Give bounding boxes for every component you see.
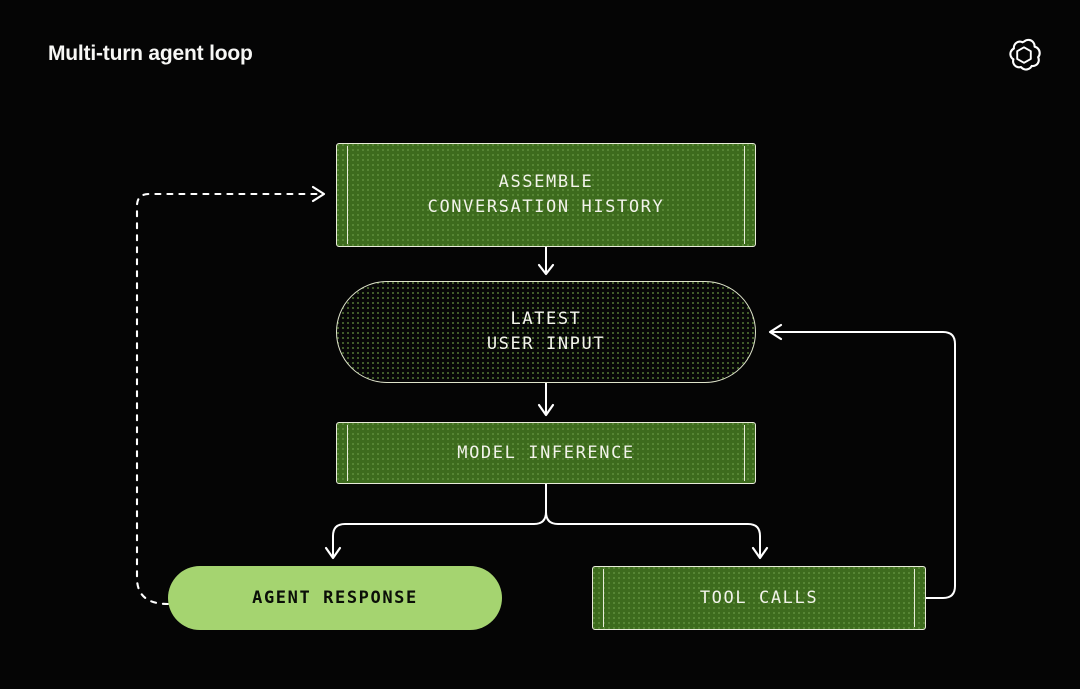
edge-latest-to-model (537, 383, 555, 417)
node-model-inference[interactable]: MODEL INFERENCE (336, 422, 756, 484)
edge-tool-to-latest (768, 323, 956, 599)
edge-assemble-to-latest (537, 247, 555, 276)
node-agent-response[interactable]: AGENT RESPONSE (168, 566, 502, 630)
node-latest-user-input[interactable]: LATEST USER INPUT (336, 281, 756, 383)
page-title: Multi-turn agent loop (48, 42, 253, 65)
edge-agent-to-assemble (135, 185, 326, 606)
edge-model-branch (324, 484, 769, 560)
node-assemble-conversation-history[interactable]: ASSEMBLE CONVERSATION HISTORY (336, 143, 756, 247)
openai-logo (1009, 38, 1041, 71)
node-tool-calls[interactable]: TOOL CALLS (592, 566, 926, 630)
